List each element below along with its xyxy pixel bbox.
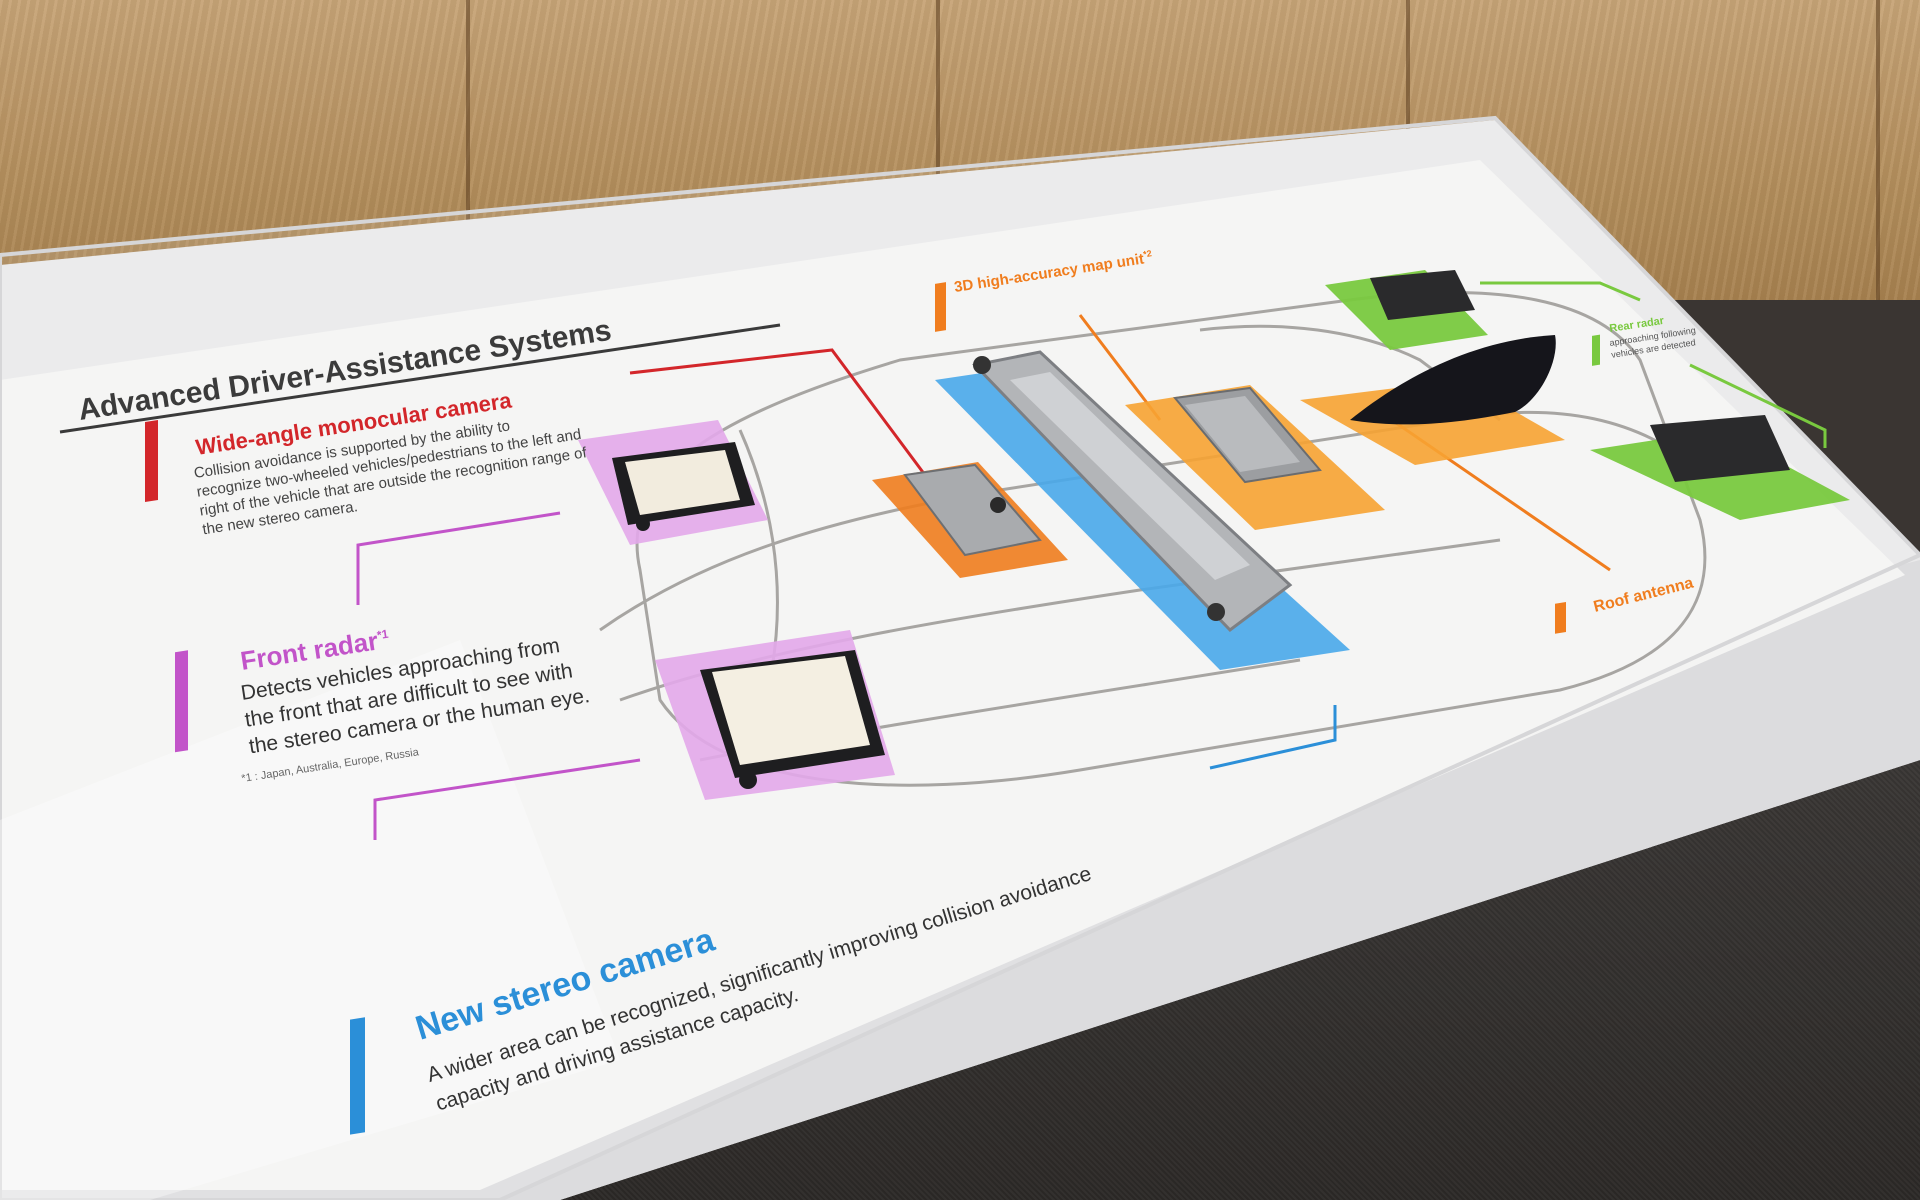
accent-bar-green [1592, 334, 1600, 366]
title-underline [59, 323, 781, 434]
accent-bar-magenta [175, 650, 188, 753]
roof-antenna-device [1350, 335, 1556, 425]
front-radar-device [700, 650, 885, 789]
rear-radar-top-device [1370, 270, 1475, 320]
accent-bar-orange-map [935, 282, 946, 332]
glass-reflection [0, 640, 620, 1200]
front-radar-superscript: *1 [376, 627, 390, 643]
rear-radar-bottom-device [1650, 415, 1790, 482]
wide-camera-device [612, 442, 755, 531]
map-unit-superscript: *2 [1142, 248, 1152, 259]
map-unit-device [1173, 386, 1322, 484]
accent-bar-blue [350, 1017, 365, 1135]
accent-bar-orange-antenna [1555, 601, 1566, 634]
mono-camera-device [903, 463, 1042, 557]
accent-bar-red [145, 419, 158, 503]
stereo-camera-device [972, 350, 1293, 632]
